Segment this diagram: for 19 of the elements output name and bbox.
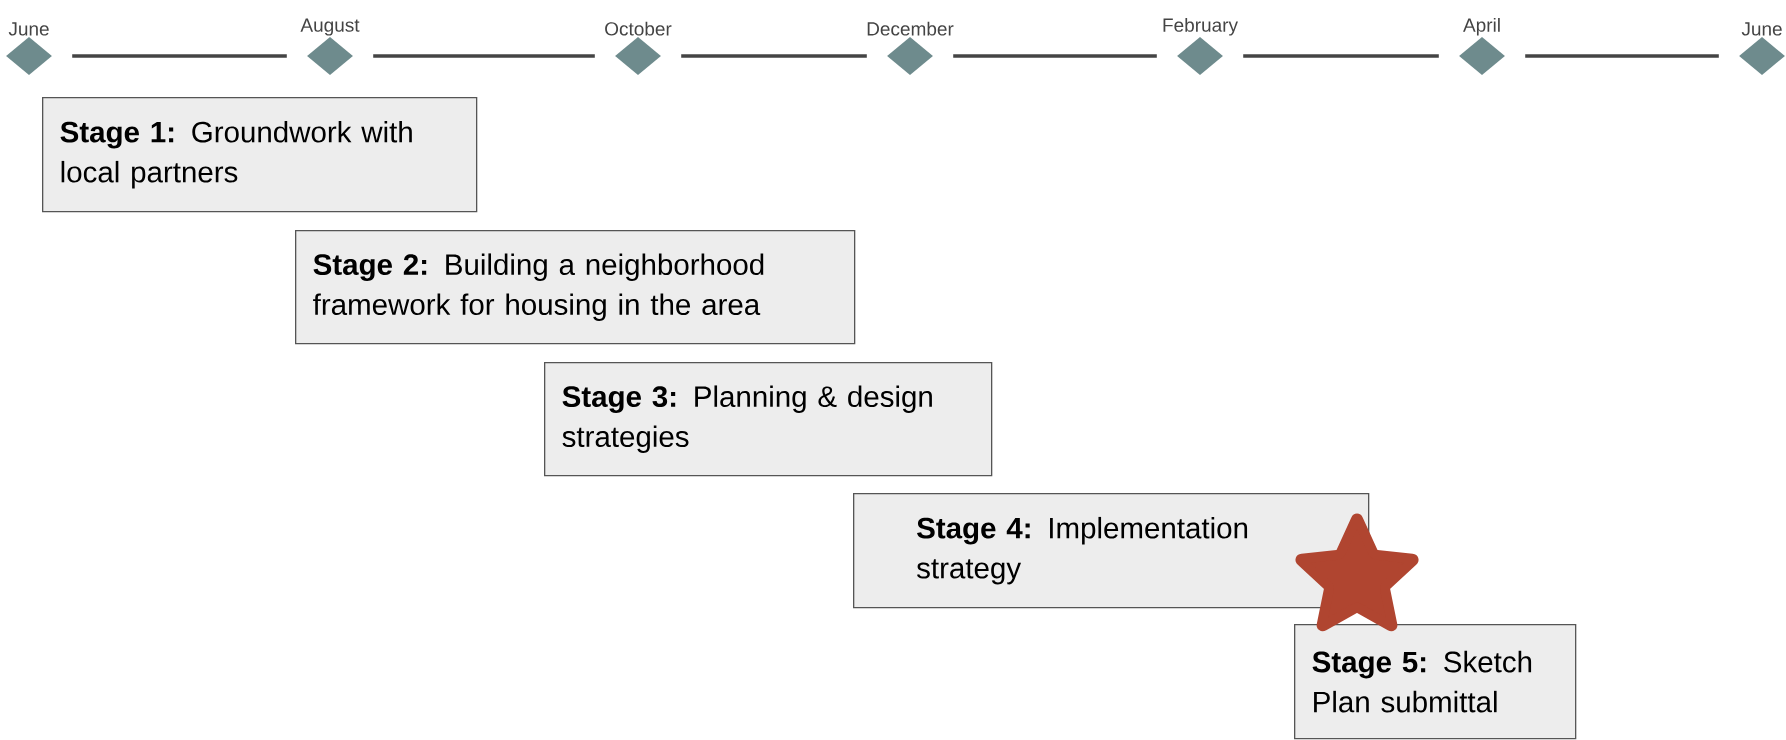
timeline-line xyxy=(681,54,867,58)
stage-box: Stage 1: Groundwork with local partners xyxy=(42,97,478,213)
timeline-line xyxy=(1243,54,1439,58)
stage-box: Stage 4: Implementation strategy xyxy=(853,493,1370,609)
timeline-line xyxy=(1525,54,1719,58)
stage-box: Stage 2: Building a neighborhood framework for housing in the area xyxy=(295,230,856,345)
timeline-line xyxy=(72,54,287,58)
stage-box: Stage 3: Planning & design strategies xyxy=(544,362,993,477)
stage-box: Stage 5: Sketch Plan submittal xyxy=(1294,624,1577,740)
node-label: June xyxy=(1741,22,1782,36)
node-label: June xyxy=(8,22,49,36)
star-marker xyxy=(1295,513,1419,632)
node-label: October xyxy=(605,21,672,36)
node-label: February xyxy=(1163,17,1238,36)
node-label: December xyxy=(867,21,954,36)
node-label: April xyxy=(1463,17,1500,36)
node-label: August xyxy=(300,18,360,36)
timeline-line xyxy=(953,54,1157,58)
timeline-line xyxy=(373,54,595,58)
